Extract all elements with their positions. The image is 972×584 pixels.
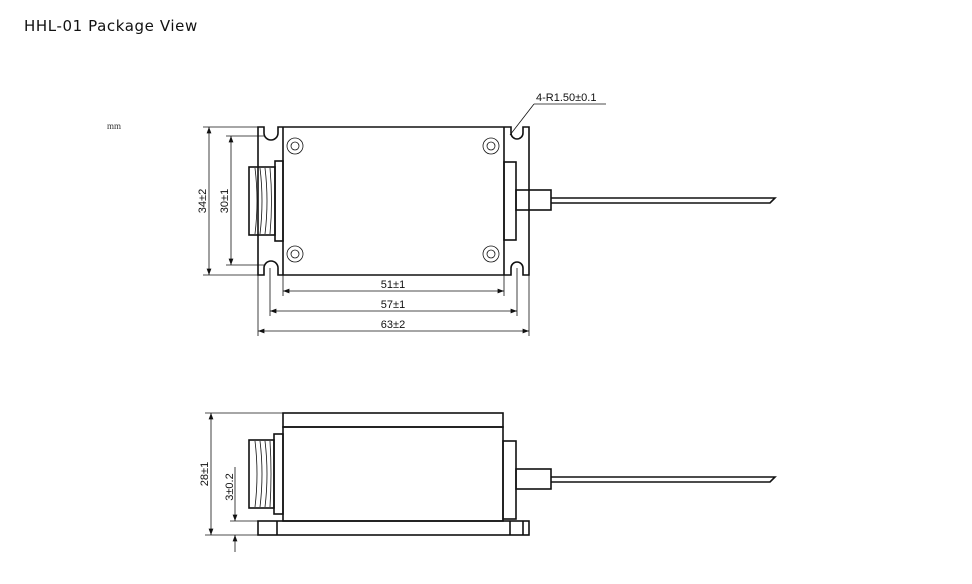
notch-callout: 4-R1.50±0.1 (536, 92, 596, 104)
dim-height-overall: 28±1 (199, 462, 211, 486)
dim-width-holes: 57±1 (381, 299, 405, 311)
screw-icon (286, 137, 500, 263)
threaded-connector (248, 160, 284, 242)
dim-base-thickness: 3±0.2 (224, 473, 236, 500)
dim-height-inner: 30±1 (219, 189, 231, 213)
fiber (551, 197, 777, 204)
fiber (551, 476, 777, 483)
top-view: 4-R1.50±0.1 34±2 30±1 51±1 57±1 63±2 (197, 92, 777, 336)
dim-height-outer: 34±2 (197, 189, 209, 213)
dim-width-body: 51±1 (381, 279, 405, 291)
side-view: 28±1 3±0.2 (199, 412, 777, 552)
dim-width-overall: 63±2 (381, 319, 405, 331)
threaded-connector (248, 433, 284, 515)
unit-label: mm (107, 121, 122, 131)
page-title: HHL-01 Package View (24, 17, 198, 35)
flange-outline (257, 126, 530, 276)
